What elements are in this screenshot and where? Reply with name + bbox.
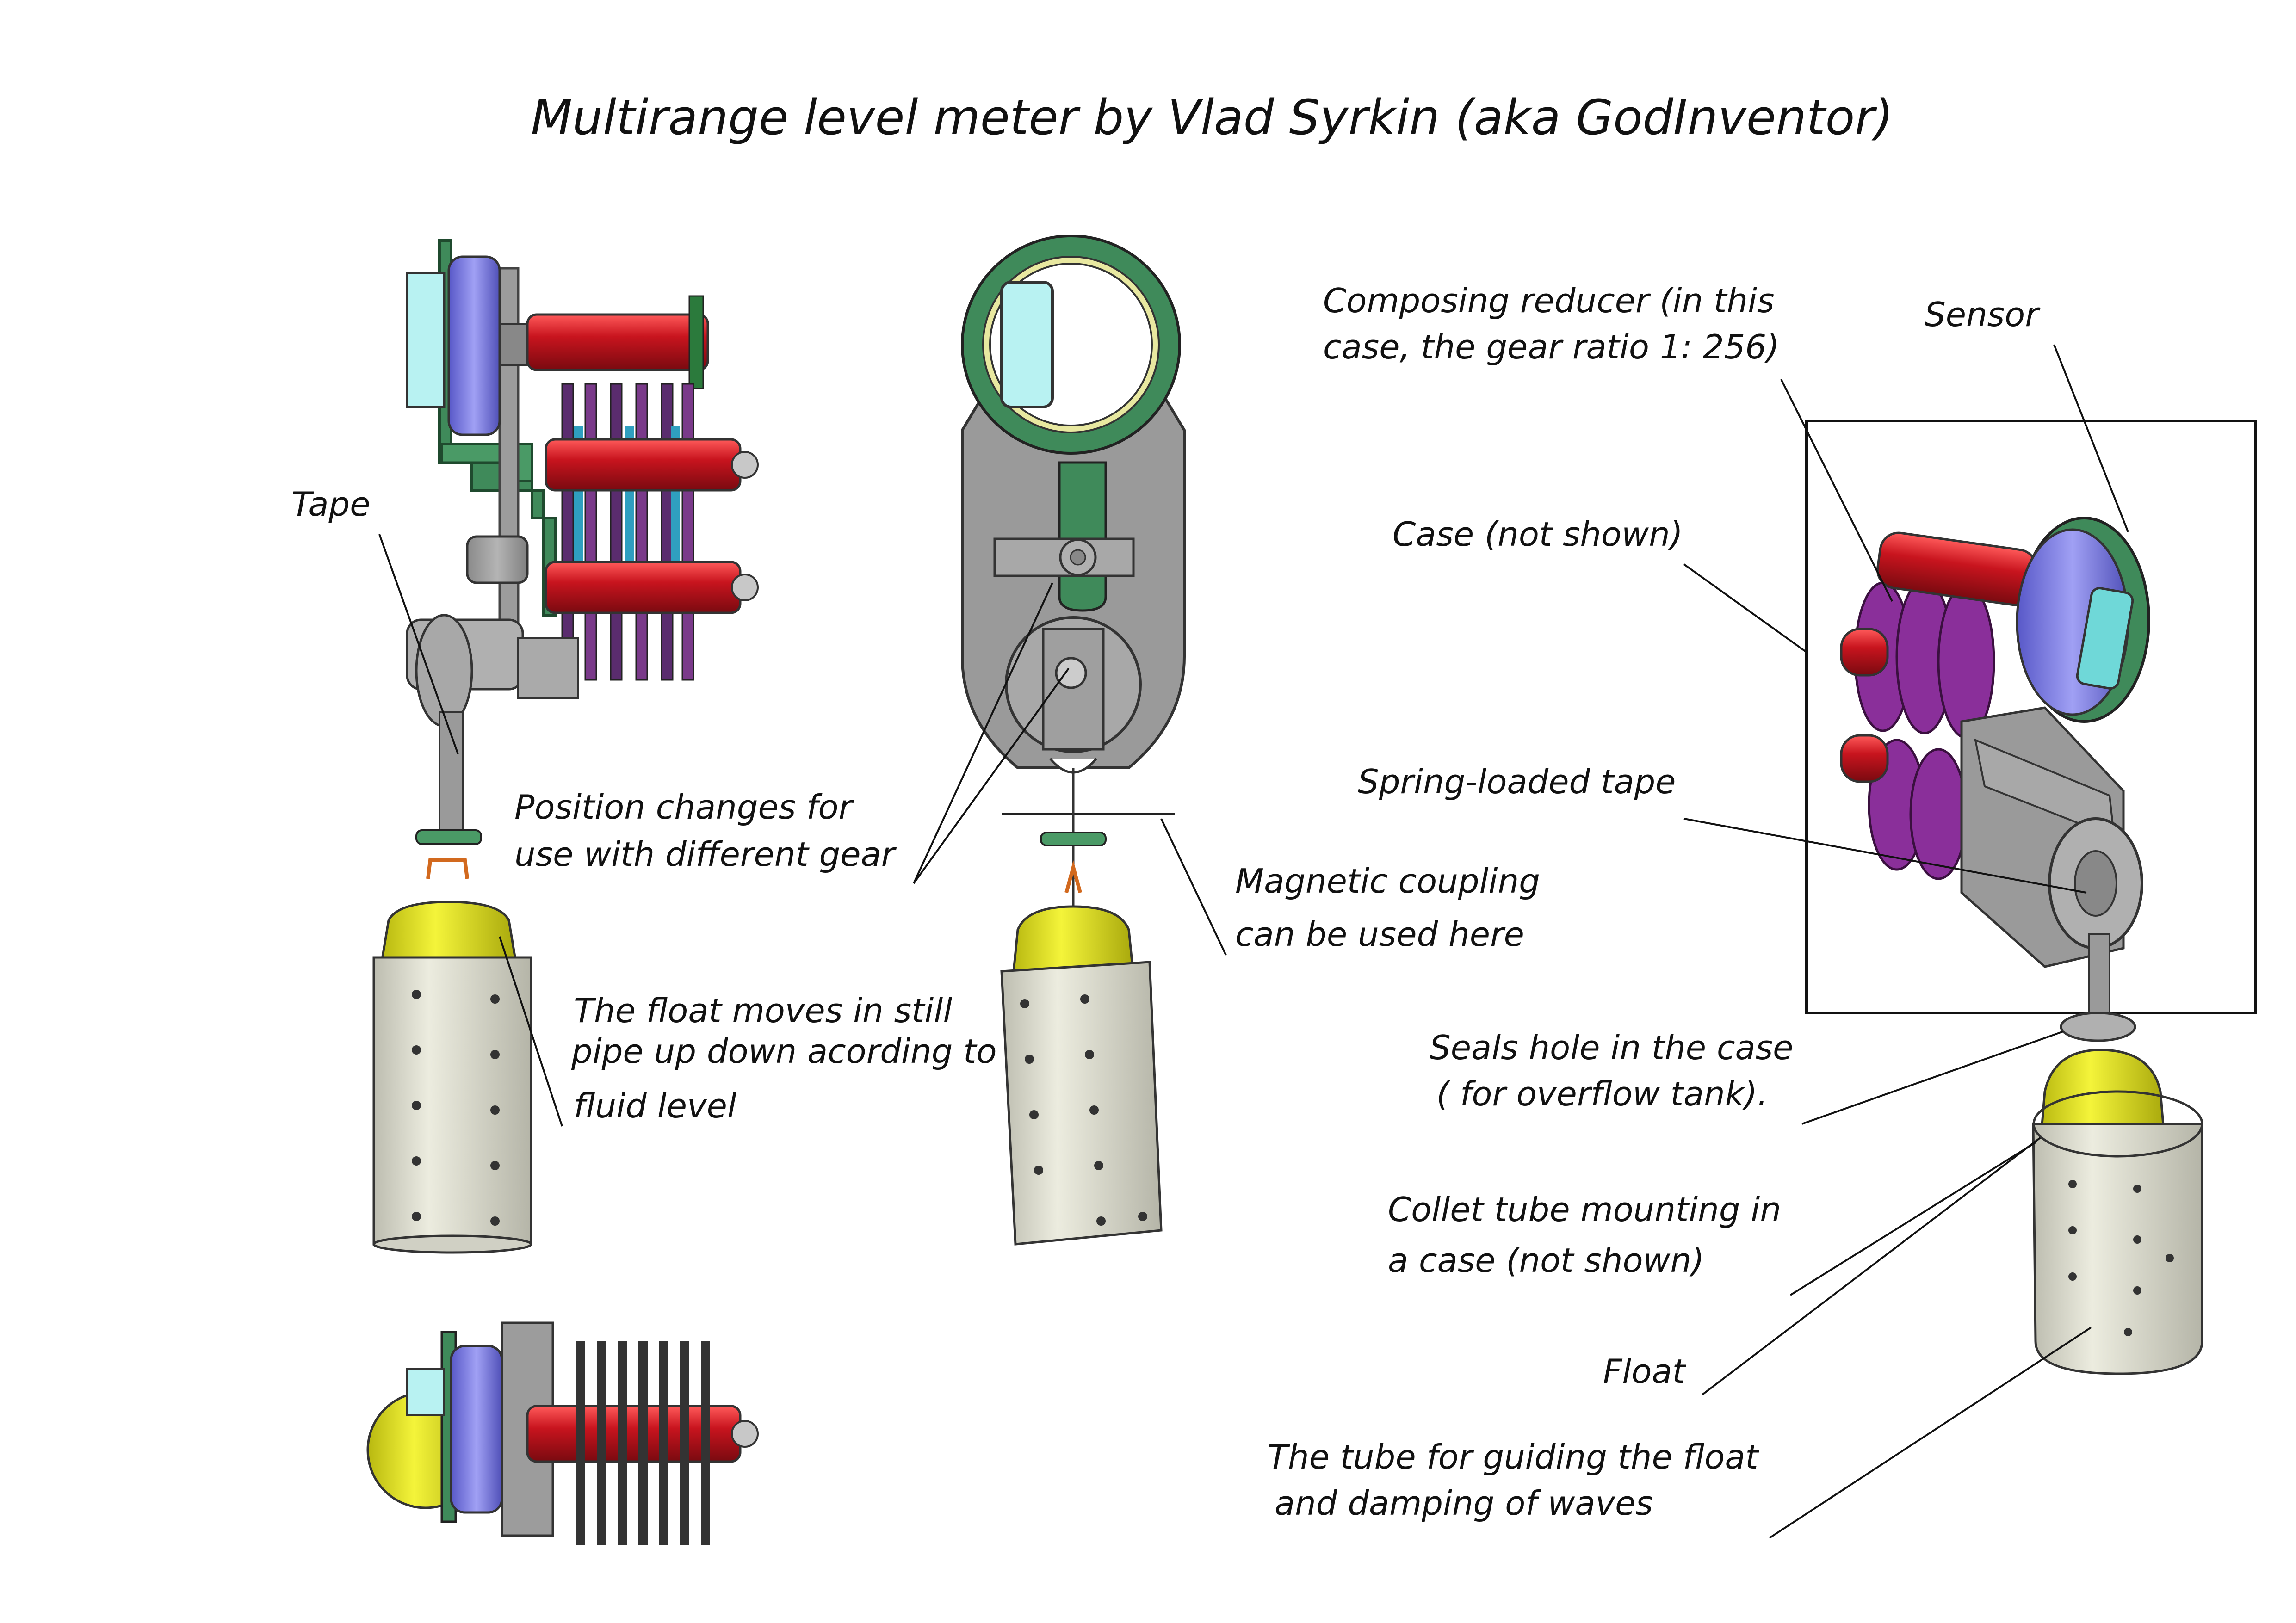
label-line: Seals hole in the case bbox=[1430, 1028, 1793, 1067]
top-gear-stack bbox=[688, 295, 704, 389]
leader-spring-tape bbox=[1683, 818, 2087, 894]
leader-float bbox=[1702, 1137, 2041, 1395]
label-tube-guiding: The tube for guiding the float and dampi… bbox=[1268, 1438, 1769, 1523]
lower-reducer-shaft bbox=[545, 561, 742, 614]
gear bbox=[681, 383, 694, 681]
leader-position-b bbox=[913, 667, 1070, 884]
bracket-stem bbox=[1058, 461, 1107, 612]
label-composing-reducer: Composing reducer (in this case, the gea… bbox=[1323, 281, 1785, 366]
label-line: use with different gear bbox=[514, 835, 897, 874]
adjust-knob bbox=[466, 535, 529, 584]
float-cap bbox=[1012, 905, 1135, 977]
leader-magnetic bbox=[1160, 818, 1227, 956]
tube-holes bbox=[412, 990, 500, 1226]
sensor-disk bbox=[447, 255, 501, 436]
label-line: a case (not shown) bbox=[1388, 1241, 1704, 1280]
nut-center bbox=[1070, 549, 1086, 566]
tube-holes bbox=[1020, 994, 1147, 1226]
seal-ring bbox=[1040, 832, 1107, 846]
sensor-window bbox=[1000, 281, 1054, 408]
float-cap bbox=[380, 901, 517, 963]
label-line: Collet tube mounting in bbox=[1388, 1190, 1781, 1229]
sensor-window bbox=[406, 272, 446, 408]
leader-lines bbox=[378, 344, 2129, 1539]
label-magnetic-coupling: Magnetic coupling can be used here bbox=[1235, 862, 1551, 954]
reducer-shaft-iso-low bbox=[1840, 734, 1889, 783]
label-line: case, the gear ratio 1: 256) bbox=[1323, 327, 1779, 366]
leader-sensor bbox=[2053, 344, 2129, 532]
seal-ring-iso bbox=[2060, 1012, 2136, 1042]
tape-strip bbox=[439, 711, 464, 838]
gear-train bbox=[561, 383, 694, 681]
leader-tape bbox=[378, 534, 459, 754]
label-line: The tube for guiding the float bbox=[1268, 1438, 1759, 1476]
leader-seals bbox=[1801, 1031, 2064, 1125]
reducer-shaft-iso-mid bbox=[1840, 628, 1889, 677]
label-seals-hole: Seals hole in the case ( for overflow ta… bbox=[1430, 1028, 1804, 1113]
label-collet-tube: Collet tube mounting in a case (not show… bbox=[1388, 1190, 1792, 1280]
leader-case bbox=[1683, 563, 1807, 653]
tape-reel-hub bbox=[2074, 850, 2117, 917]
tube-holes bbox=[2068, 1180, 2174, 1336]
middle-reducer-shaft bbox=[545, 438, 742, 492]
sensor-window-top-view bbox=[406, 1368, 445, 1416]
label-line: The float moves in still bbox=[574, 991, 952, 1030]
shaft-end-cap bbox=[731, 451, 759, 479]
tube-bottom bbox=[372, 1234, 532, 1254]
case-outline-box bbox=[1805, 420, 2257, 1014]
leader-position-a bbox=[913, 582, 1053, 884]
label-tape: Tape bbox=[291, 485, 371, 524]
page-title: Multirange level meter by Vlad Syrkin (a… bbox=[531, 89, 1893, 146]
float-hanger bbox=[426, 858, 469, 879]
label-line: and damping of waves bbox=[1275, 1484, 1653, 1523]
sensor-window-iso bbox=[2076, 587, 2134, 690]
sensor-disk-top-view bbox=[450, 1345, 503, 1514]
leader-collet bbox=[1789, 1142, 2036, 1296]
label-case-not-shown: Case (not shown) bbox=[1392, 515, 1683, 554]
guide-tube-iso bbox=[2032, 1123, 2203, 1375]
top-reducer-shaft bbox=[526, 313, 709, 371]
seal-ring bbox=[415, 829, 482, 845]
side-view-assembly bbox=[372, 239, 759, 1254]
front-view-assembly bbox=[961, 235, 1186, 1246]
label-line: Composing reducer (in this bbox=[1323, 281, 1775, 320]
top-view-assembly bbox=[366, 1321, 759, 1545]
leader-tube bbox=[1769, 1327, 2092, 1539]
label-float-moves: The float moves in still pipe up down ac… bbox=[571, 991, 1007, 1125]
tube-top-rim bbox=[2032, 1090, 2203, 1158]
shaft-end-cap bbox=[731, 574, 759, 601]
shaft-end-cap bbox=[731, 1420, 759, 1448]
gear bbox=[635, 383, 648, 681]
leader-float-moves bbox=[499, 936, 563, 1127]
label-line: Position changes for bbox=[514, 788, 854, 827]
guide-tube bbox=[372, 956, 532, 1246]
label-line: pipe up down acording to bbox=[571, 1032, 997, 1071]
sensor-shaft bbox=[499, 323, 528, 366]
label-sensor: Sensor bbox=[1925, 295, 2041, 334]
isometric-view-assembly bbox=[1805, 420, 2257, 1375]
gear bbox=[610, 383, 623, 681]
tape-gear bbox=[517, 637, 579, 699]
float-hanger bbox=[1064, 860, 1082, 894]
label-position-changes: Position changes for use with different … bbox=[514, 788, 897, 874]
leader-composing bbox=[1780, 379, 1893, 602]
tape-reel bbox=[415, 614, 473, 728]
gear-stack-top-view bbox=[576, 1341, 710, 1545]
pulley-bracket bbox=[1042, 628, 1105, 751]
label-spring-loaded-tape: Spring-loaded tape bbox=[1358, 762, 1676, 801]
label-line: can be used here bbox=[1235, 915, 1524, 954]
label-line: fluid level bbox=[574, 1086, 736, 1125]
label-line: Magnetic coupling bbox=[1235, 862, 1540, 901]
tape-strip-iso bbox=[2088, 933, 2110, 1018]
label-float: Float bbox=[1603, 1352, 1687, 1391]
pulley-axle bbox=[1055, 657, 1087, 689]
gear bbox=[561, 383, 574, 681]
label-line: ( for overflow tank). bbox=[1436, 1074, 1768, 1113]
gear bbox=[584, 383, 597, 681]
